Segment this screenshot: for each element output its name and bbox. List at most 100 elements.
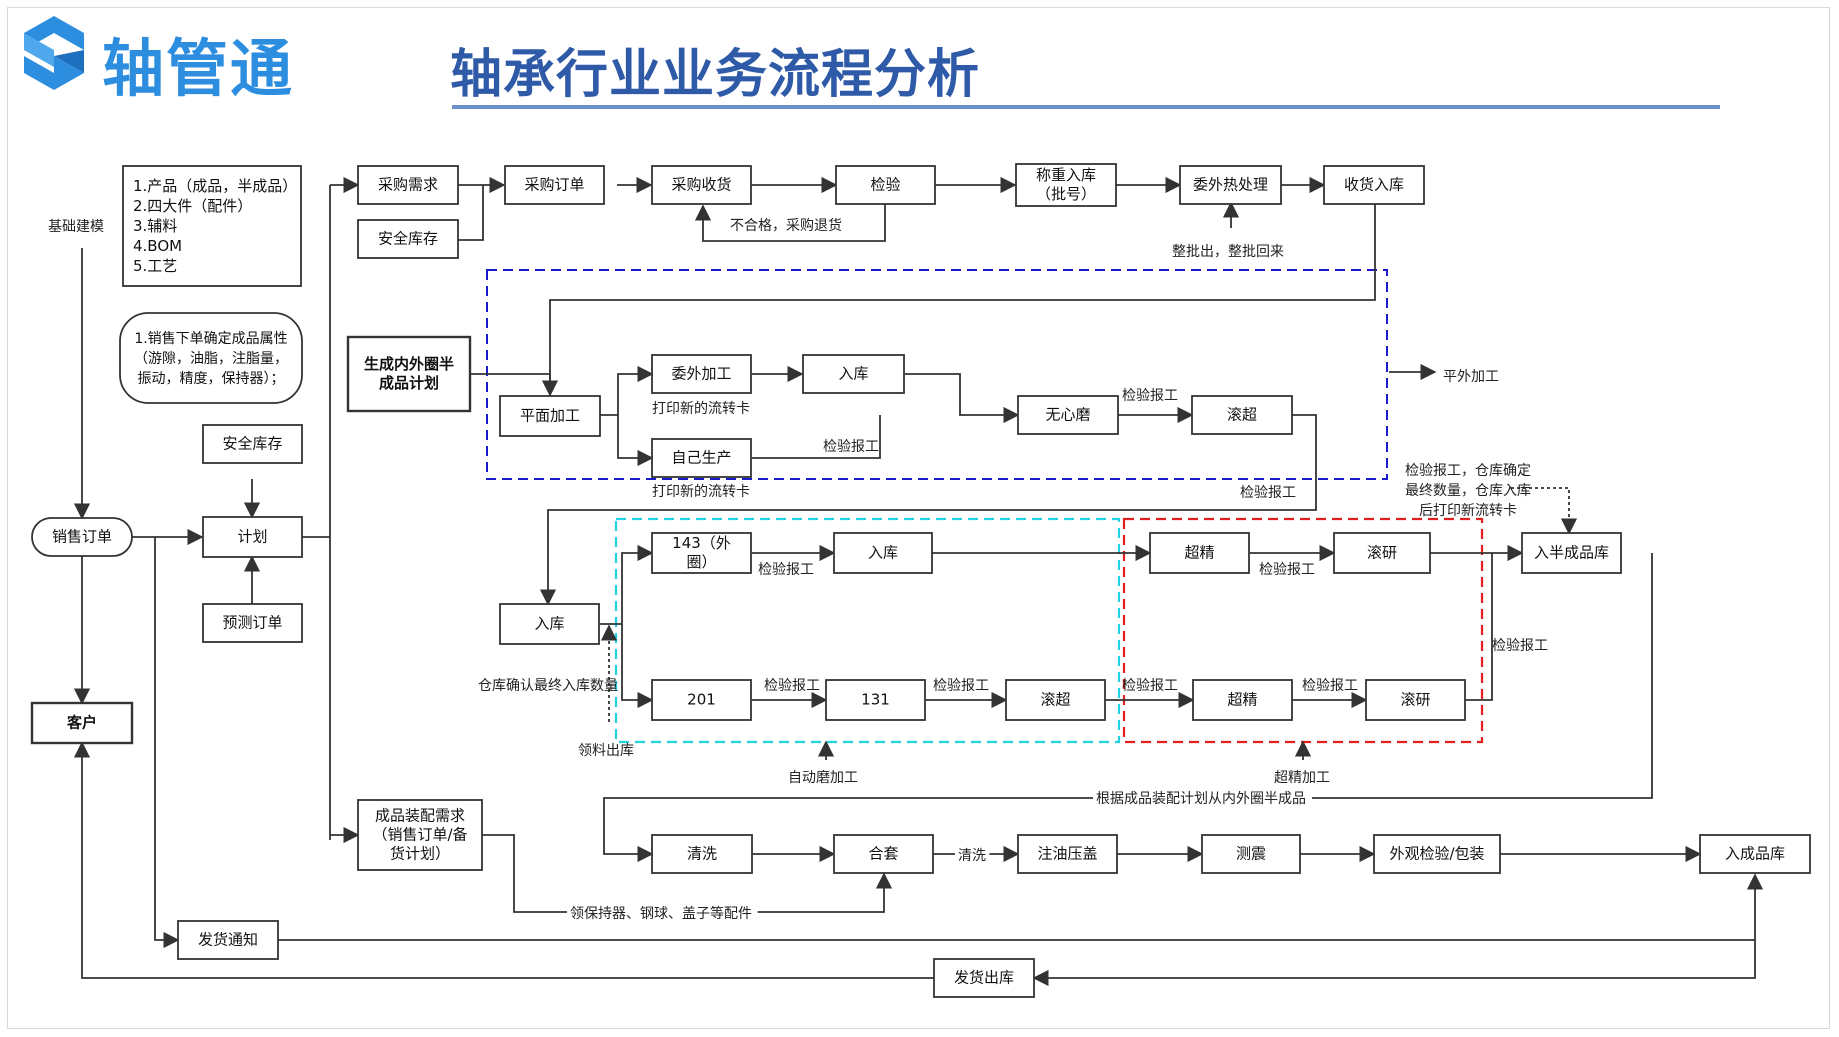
node-frame	[177, 920, 279, 960]
node-frame	[119, 312, 303, 404]
node-text: 圈）	[686, 553, 716, 571]
node-visual-pack: 外观检验/包装	[1373, 834, 1501, 874]
label-base-setup: 基础建模	[48, 218, 104, 235]
slide-frame	[7, 7, 1830, 1029]
node-safety-stock-left: 安全库存	[202, 424, 303, 464]
node-frame	[122, 165, 302, 287]
title-underline	[452, 105, 1720, 109]
node-frame	[1149, 532, 1250, 574]
header: 轴管通 轴承行业业务流程分析	[0, 0, 1839, 120]
label-report-j: 检验报工	[1302, 678, 1358, 694]
node-frame	[1201, 834, 1301, 874]
node-frame	[202, 603, 303, 643]
node-frame	[1365, 679, 1466, 721]
label-report-i: 检验报工	[1122, 678, 1178, 694]
node-frame	[651, 165, 752, 205]
label-backdrop	[955, 846, 990, 864]
node-text: 4.BOM	[133, 237, 182, 255]
node-outsource-process: 委外加工	[651, 354, 752, 394]
node-frame	[1373, 834, 1501, 874]
node-text: 2.四大件（配件）	[133, 197, 252, 215]
node-sales-attr: 1.销售下单确定成品属性（游隙，油脂，注脂量，振动，精度，保持器）；	[119, 312, 303, 404]
label-stock-confirm: 检验报工，仓库确定	[1405, 463, 1531, 479]
node-text: 称重入库	[1036, 166, 1096, 184]
node-frame	[833, 532, 933, 574]
page-title: 轴承行业业务流程分析	[450, 45, 981, 105]
node-text: 入库	[838, 365, 868, 383]
node-text: 合套	[868, 845, 898, 863]
label-stock-confirm: 后打印新流转卡	[1419, 502, 1517, 519]
node-text: 安全库存	[378, 230, 438, 248]
node-outer-143: 143（外圈）	[651, 532, 752, 574]
node-text: 入半成品库	[1534, 544, 1609, 562]
node-text: 入库	[534, 615, 564, 633]
node-frame	[1179, 165, 1282, 205]
label-semi-from-plan: 根据成品装配计划从内外圈半成品	[1096, 791, 1306, 807]
node-frame	[357, 799, 483, 871]
node-roll-super-b: 滚超	[1005, 679, 1106, 721]
label-backdrop	[1093, 789, 1312, 807]
node-text: 采购收货	[671, 176, 731, 194]
node-finished-stock: 入成品库	[1699, 834, 1811, 874]
node-op-201: 201	[651, 679, 752, 721]
node-text: 预测订单	[222, 614, 282, 632]
node-text: 131	[861, 691, 890, 709]
node-self-produce: 自己生产	[651, 438, 752, 478]
node-super-fine-b: 超精	[1192, 679, 1293, 721]
node-stock-in-b: 入库	[499, 603, 600, 645]
node-text: 外观检验/包装	[1389, 845, 1484, 863]
node-vibration: 测震	[1201, 834, 1301, 874]
node-frame	[357, 165, 459, 205]
label-report-h: 检验报工	[933, 678, 989, 694]
label-material-out: 领料出库	[578, 743, 634, 759]
node-text: 清洗	[687, 845, 717, 863]
node-text: 安全库存	[222, 435, 282, 453]
node-text: 货计划）	[390, 845, 450, 863]
label-report-a: 检验报工	[823, 439, 879, 455]
node-text: 客户	[66, 714, 97, 732]
node-text: 143（外	[672, 534, 731, 552]
node-stock-in-a: 入库	[802, 354, 905, 394]
node-text: 发货出库	[954, 969, 1014, 987]
node-text: 成品装配需求	[375, 807, 465, 825]
node-frame	[651, 679, 752, 721]
label-stock-confirm: 最终数量，仓库入库	[1405, 483, 1531, 499]
label-print-card-a: 打印新的流转卡	[652, 400, 750, 417]
label-backdrop	[567, 904, 758, 922]
node-roll-grind-b: 滚研	[1365, 679, 1466, 721]
node-text: 委外热处理	[1193, 176, 1268, 194]
label-report-f: 检验报工	[1492, 638, 1548, 654]
node-sales-order: 销售订单	[31, 517, 133, 557]
node-oil-press: 注油压盖	[1017, 834, 1118, 874]
node-frame	[802, 354, 905, 394]
node-purchase-receive: 采购收货	[651, 165, 752, 205]
label-report-g: 检验报工	[764, 678, 820, 694]
label-batch-in-out: 整批出，整批回来	[1172, 244, 1284, 260]
node-ship-out: 发货出库	[933, 958, 1035, 998]
node-frame	[346, 335, 472, 413]
node-frame	[833, 834, 934, 874]
node-text: 201	[687, 691, 716, 709]
node-text: 测震	[1236, 845, 1266, 863]
node-text: 注油压盖	[1037, 845, 1097, 863]
node-inspection: 检验	[835, 165, 936, 205]
label-clean-b: 清洗	[958, 848, 986, 864]
node-frame	[357, 219, 459, 259]
node-safety-stock-top: 安全库存	[357, 219, 459, 259]
node-frame	[1005, 679, 1106, 721]
node-frame	[504, 165, 605, 205]
auto-grind-zone-cyan	[614, 517, 1121, 744]
node-frame	[835, 165, 936, 205]
node-frame	[1192, 679, 1293, 721]
node-super-fine-a: 超精	[1149, 532, 1250, 574]
node-text: 1.产品（成品，半成品）	[133, 177, 297, 195]
node-ship-notice: 发货通知	[177, 920, 279, 960]
node-roll-grind-a: 滚研	[1333, 532, 1431, 574]
label-flat-outsource: 平外加工	[1443, 369, 1499, 385]
node-text: 无心磨	[1045, 406, 1090, 424]
node-text: 振动，精度，保持器）；	[138, 371, 285, 387]
